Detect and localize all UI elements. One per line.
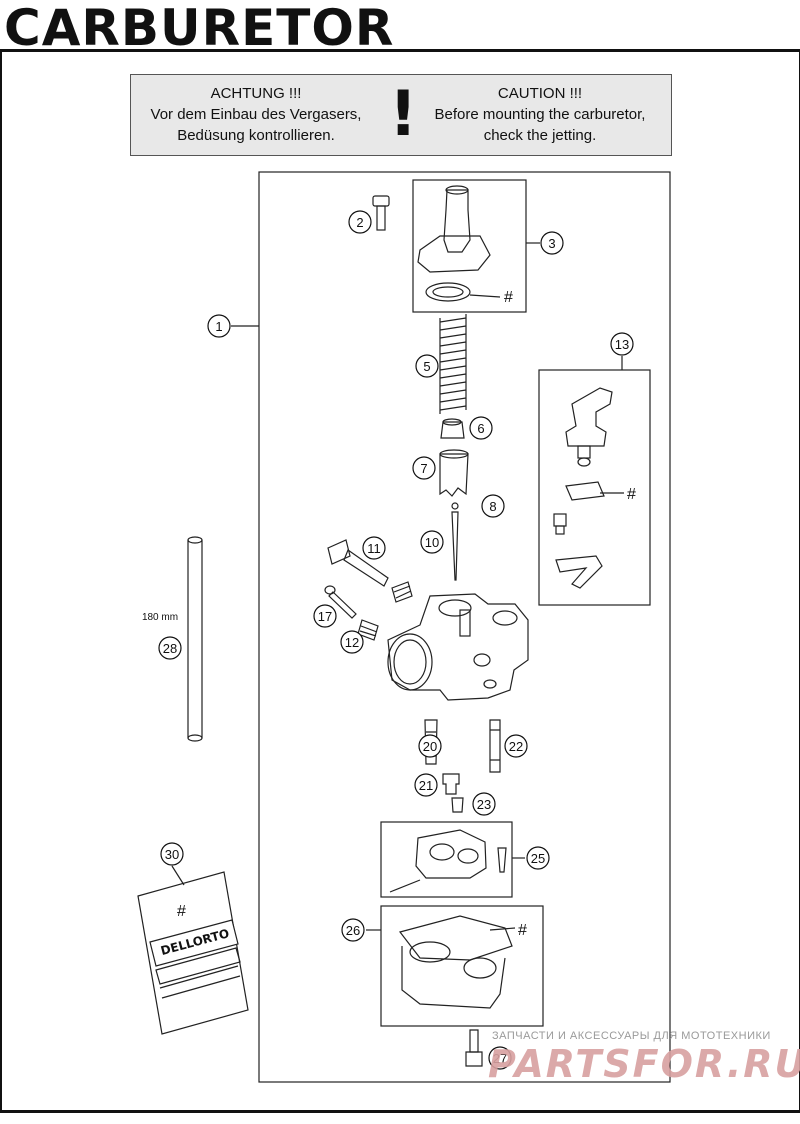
caution-box: ACHTUNG !!! Vor dem Einbau des Vergasers… (130, 74, 672, 156)
tube-part-28 (187, 536, 203, 742)
screw-part-17 (324, 585, 357, 619)
needle-part-10 (451, 511, 459, 581)
callout-circle-27 (488, 1046, 512, 1070)
callout-circle-11 (362, 536, 386, 560)
callout-circle-2 (348, 210, 372, 234)
jet-part-20 (424, 719, 438, 765)
box-part-3 (412, 179, 527, 313)
callout-11: 11 (367, 541, 381, 556)
jet-part-23 (451, 797, 464, 813)
callout-5: 5 (423, 359, 430, 374)
callout-circle-6 (469, 416, 493, 440)
callout-circle-1 (207, 314, 231, 338)
screw-part-27 (465, 1029, 483, 1067)
watermark-logo: PARTSFOR.RU (488, 1042, 800, 1086)
callout-circle-13 (610, 332, 634, 356)
callout-3: 3 (548, 236, 555, 251)
callout-28: 28 (163, 641, 177, 656)
screw-part-2 (372, 195, 390, 231)
caution-de-line3: Bedüsung kontrollieren. (177, 127, 335, 144)
callout-circle-8 (481, 494, 505, 518)
clip-part-8 (451, 502, 459, 510)
jet-part-22 (489, 719, 501, 773)
choke-part-13 (553, 387, 613, 589)
callout-circle-3 (540, 231, 564, 255)
caution-de-line2: Vor dem Einbau des Vergasers, (150, 106, 362, 123)
callout-circle-26 (341, 918, 365, 942)
callout-circle-7 (412, 456, 436, 480)
hash-mark-3: # (504, 289, 513, 306)
spring-part-12 (357, 619, 379, 641)
callout-circle-20 (418, 734, 442, 758)
cover-part-3 (417, 185, 491, 302)
callout-20: 20 (423, 739, 437, 754)
callout-6: 6 (477, 421, 484, 436)
carburetor-body (387, 593, 529, 701)
hash-mark-30: # (177, 903, 186, 920)
callout-circle-30 (160, 842, 184, 866)
callout-2: 2 (356, 215, 363, 230)
spring-part-11 (391, 581, 413, 603)
callout-circle-10 (420, 530, 444, 554)
callout-25: 25 (531, 851, 545, 866)
hash-mark-13: # (627, 486, 636, 503)
box-part-26 (380, 905, 544, 1027)
callout-circle-25 (526, 846, 550, 870)
watermark-tagline: ЗАПЧАСТИ И АКСЕССУАРЫ ДЛЯ МОТОТЕХНИКИ (492, 1030, 771, 1042)
box-part-25 (380, 821, 513, 898)
assembly-outline (258, 171, 671, 1083)
caution-en-line3: check the jetting. (483, 127, 597, 144)
hash-mark-26: # (518, 922, 527, 939)
caution-english: CAUTION !!! Before mounting the carburet… (415, 83, 665, 146)
callout-circle-23 (472, 792, 496, 816)
callout-8: 8 (489, 499, 496, 514)
spring-part-5 (439, 314, 467, 414)
callout-circle-22 (504, 734, 528, 758)
callout-30: 30 (165, 847, 179, 862)
callout-circle-5 (415, 354, 439, 378)
float-part-25 (389, 829, 507, 893)
callout-27: 27 (493, 1051, 507, 1066)
callout-17: 17 (318, 609, 332, 624)
box-part-13 (538, 369, 651, 606)
caution-de-heading: ACHTUNG !!! (210, 85, 302, 102)
tube-length-label: 180 mm (142, 612, 178, 623)
callout-10: 10 (425, 535, 439, 550)
screw-part-11 (327, 539, 389, 587)
callout-circle-28 (158, 636, 182, 660)
callout-circle-17 (313, 604, 337, 628)
jet-part-21 (442, 773, 460, 795)
callout-circle-12 (340, 630, 364, 654)
callout-22: 22 (509, 739, 523, 754)
seat-part-6 (440, 418, 465, 439)
bowl-part-26 (398, 915, 513, 1009)
callout-1: 1 (215, 319, 222, 334)
page-title: CARBURETOR (4, 0, 395, 57)
caution-en-heading: CAUTION !!! (497, 85, 583, 102)
callout-13: 13 (615, 337, 629, 352)
jet-bag-part-30 (137, 871, 249, 1035)
title-rule (0, 49, 800, 52)
callout-21: 21 (419, 778, 433, 793)
caution-en-line2: Before mounting the carburetor, (434, 106, 646, 123)
slide-part-7 (439, 449, 469, 497)
exclamation-icon: ! (389, 77, 418, 150)
callout-7: 7 (420, 461, 427, 476)
callout-26: 26 (346, 923, 360, 938)
callout-12: 12 (345, 635, 359, 650)
callout-circle-21 (414, 773, 438, 797)
callout-23: 23 (477, 797, 491, 812)
caution-german: ACHTUNG !!! Vor dem Einbau des Vergasers… (131, 83, 381, 146)
